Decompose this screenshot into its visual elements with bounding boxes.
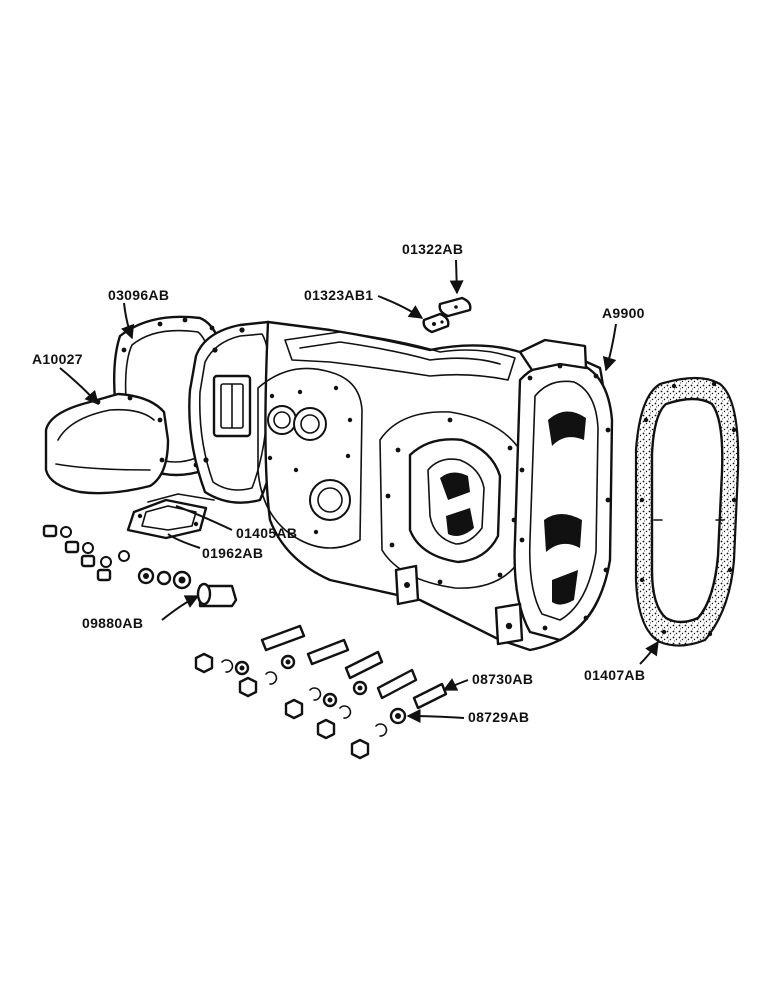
gasket-01962ab	[126, 498, 208, 540]
label-09880ab: 09880AB	[82, 615, 143, 631]
leader-lines	[59, 259, 659, 724]
studs-nuts-washers	[194, 624, 448, 760]
cap-screws-group	[42, 524, 130, 582]
label-01322ab: 01322AB	[402, 241, 463, 257]
cover-a10027	[44, 392, 170, 495]
label-a9900: A9900	[602, 305, 645, 321]
label-01323ab1: 01323AB1	[304, 287, 373, 303]
label-08729ab: 08729AB	[468, 709, 529, 725]
label-01405ab: 01405AB	[236, 525, 297, 541]
label-01962ab: 01962AB	[202, 545, 263, 561]
plug-01323ab1	[422, 312, 450, 334]
cover-plate-01405ab	[147, 493, 215, 503]
plug-01322ab	[438, 296, 472, 318]
transmission-housing-a9900	[188, 320, 614, 652]
label-a10027: A10027	[32, 351, 83, 367]
label-01407ab: 01407AB	[584, 667, 645, 683]
label-08730ab: 08730AB	[472, 671, 533, 687]
bolt-09880ab	[137, 567, 238, 608]
gasket-01407ab	[634, 376, 740, 647]
label-03096ab: 03096AB	[108, 287, 169, 303]
